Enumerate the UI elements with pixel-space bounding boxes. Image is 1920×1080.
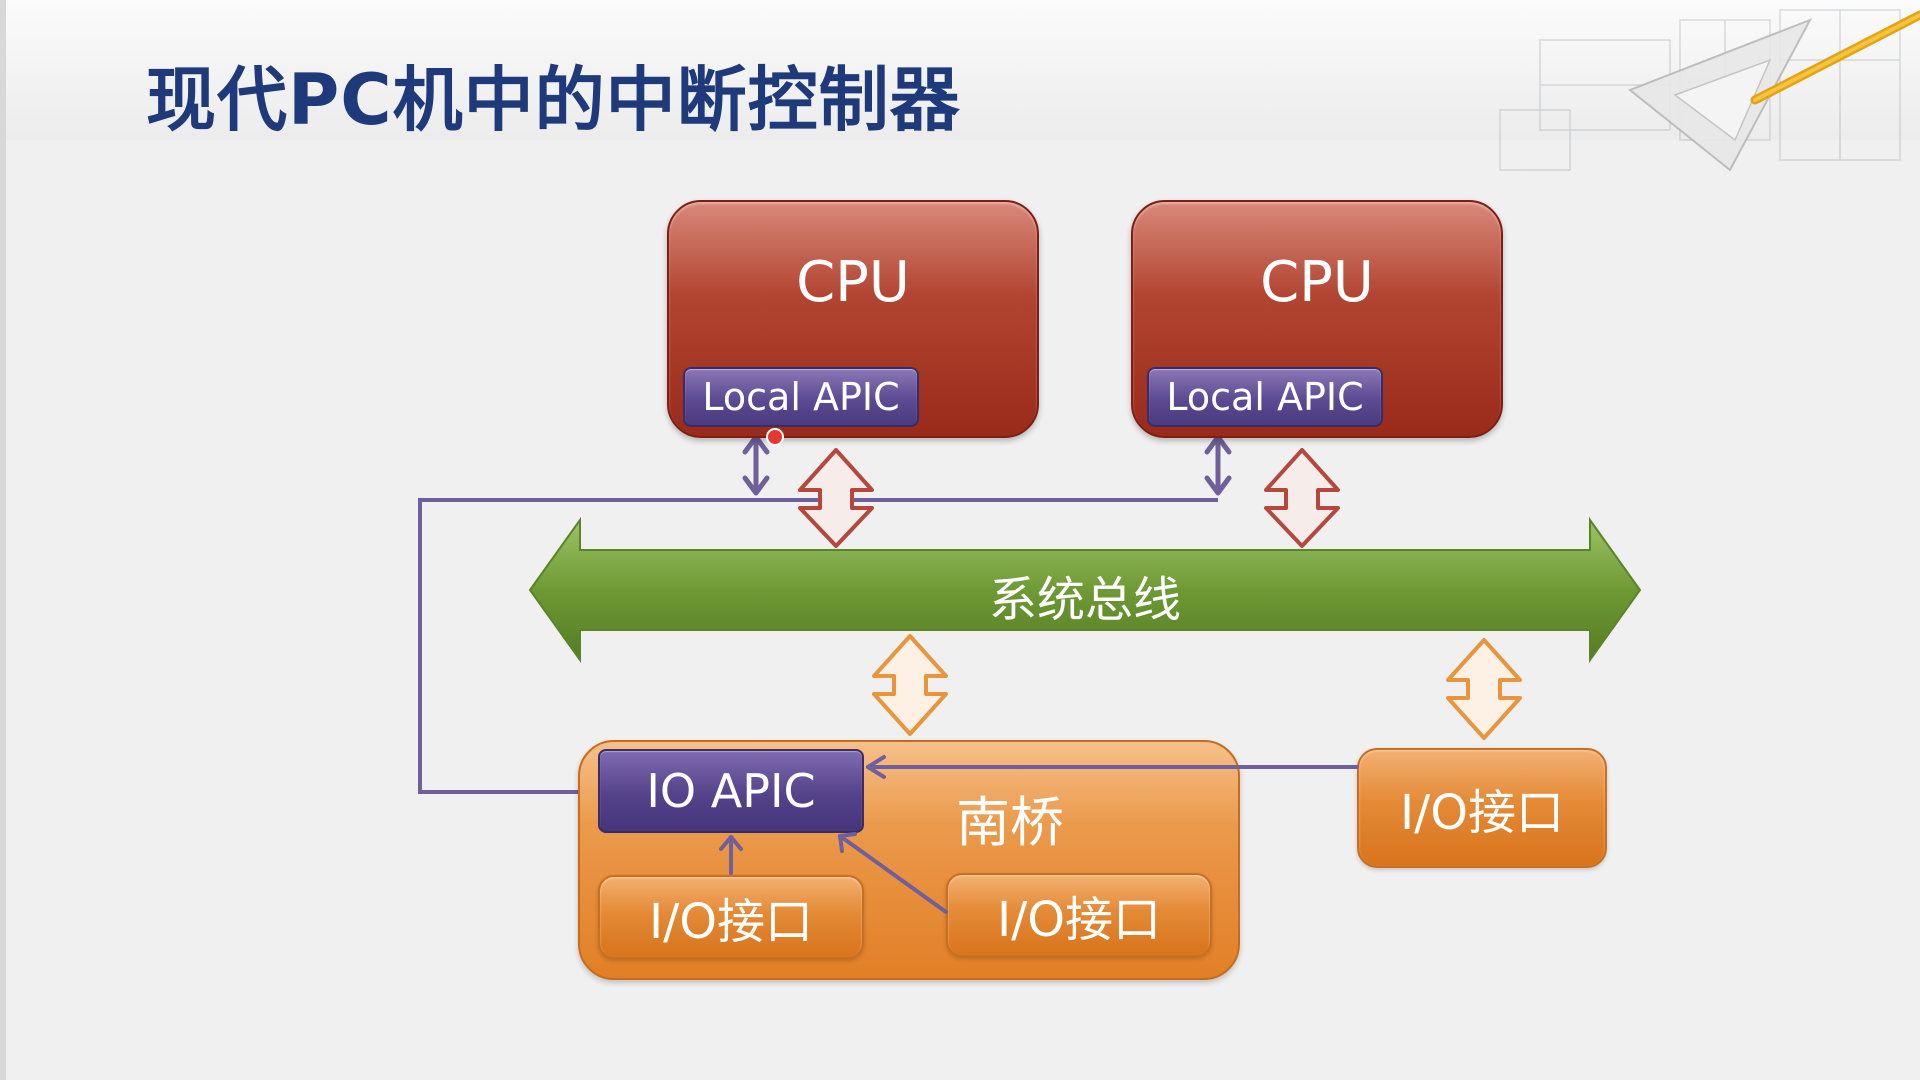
system-bus-label: 系统总线 <box>988 572 1181 628</box>
local-apic-right: Local APIC <box>1147 367 1383 427</box>
southbridge-io-left: I/O接口 <box>598 875 864 959</box>
pointer-cursor-icon <box>766 428 784 446</box>
cpu-left-label: CPU <box>796 250 910 315</box>
southbridge-label: 南桥 <box>956 791 1064 854</box>
drafting-decoration-icon <box>1499 9 1920 172</box>
slide-left-edge <box>0 0 6 1080</box>
io-external-bus-arrow <box>1446 638 1522 740</box>
cpu-left-bus-arrow <box>798 448 874 548</box>
southbridge-io-right: I/O接口 <box>946 873 1212 957</box>
apic-left-link-arrow <box>742 434 770 496</box>
title-band <box>0 0 1920 140</box>
io-apic: IO APIC <box>598 749 864 833</box>
local-apic-left: Local APIC <box>683 367 919 427</box>
southbridge-bus-arrow <box>872 634 948 736</box>
apic-right-link-arrow <box>1204 434 1232 496</box>
system-bus-arrow <box>528 516 1642 664</box>
slide-title: 现代PC机中的中断控制器 <box>146 59 961 141</box>
cpu-right-label: CPU <box>1260 250 1374 315</box>
cpu-right-bus-arrow <box>1264 448 1340 548</box>
io-external: I/O接口 <box>1357 748 1607 868</box>
